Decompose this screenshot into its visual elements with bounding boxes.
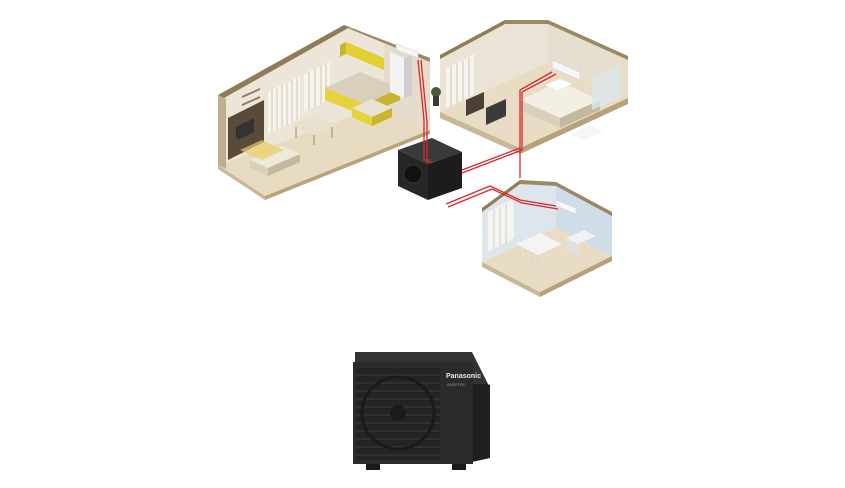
pipe-line	[417, 59, 559, 210]
nursery-room	[482, 180, 612, 297]
outdoor-unit-large: Panasonic INVERTER	[353, 352, 490, 470]
model-label: INVERTER	[447, 383, 465, 387]
fan-grille	[356, 368, 440, 460]
bedroom	[431, 20, 628, 154]
living-kitchen-room	[218, 25, 430, 200]
brand-logo: Panasonic	[446, 373, 481, 380]
indoor-unit-icon	[551, 59, 581, 81]
outdoor-unit-icon	[398, 138, 462, 200]
